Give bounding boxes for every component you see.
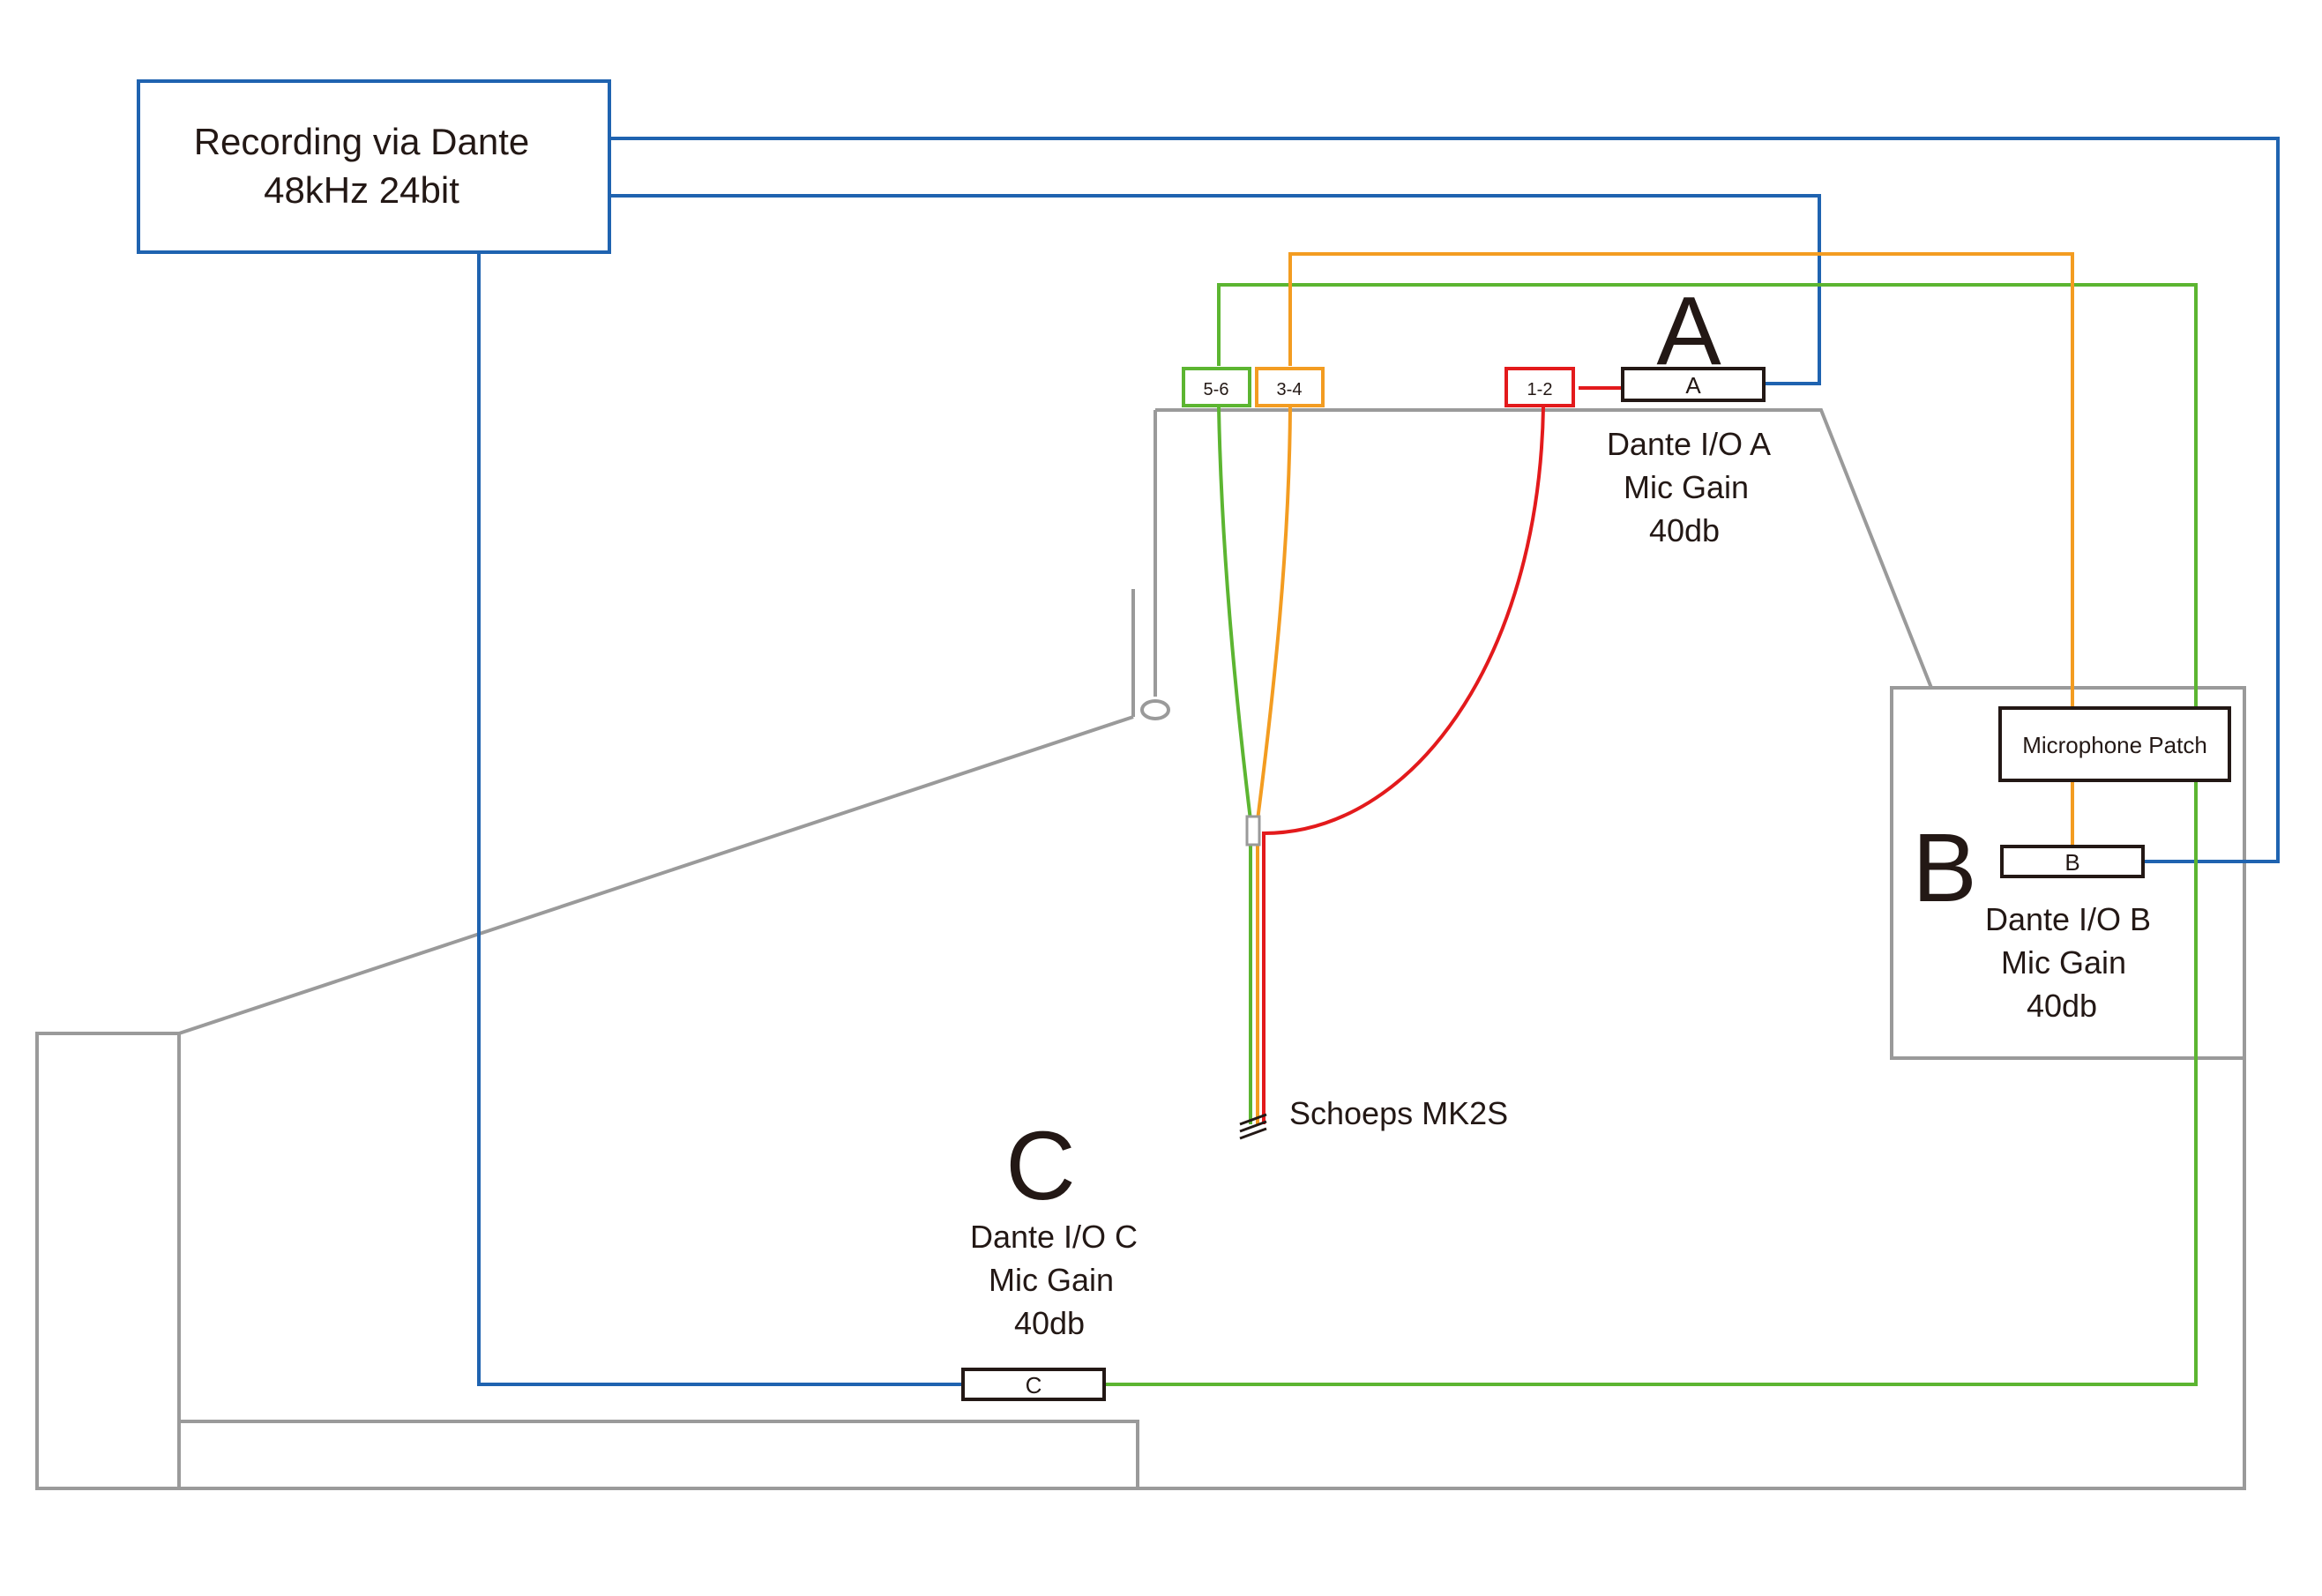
capsule-line xyxy=(1239,1127,1267,1140)
io-b-box-label: B xyxy=(2064,849,2079,876)
io-b-letter: B xyxy=(1912,814,1976,922)
capsule-line xyxy=(1239,1113,1267,1126)
mic-capsules xyxy=(1239,1113,1267,1140)
io-b-gain-value: 40db xyxy=(2027,988,2097,1024)
front-platform xyxy=(177,1420,1139,1490)
io-c-gain-label: Mic Gain xyxy=(989,1262,1114,1298)
recorder-title: Recording via Dante xyxy=(194,121,530,162)
dante-cable-recorder-to-a xyxy=(609,194,1821,385)
tag-ch34-label: 3-4 xyxy=(1277,380,1303,399)
stage-outline xyxy=(1155,408,1933,689)
dante-cables xyxy=(477,137,2280,1386)
mic-cables xyxy=(1104,252,2198,1386)
io-b-name: Dante I/O B xyxy=(1985,901,2151,937)
cable-ch34-drop xyxy=(1256,406,1292,1124)
dante-cable-recorder-to-b xyxy=(609,137,2280,863)
io-a-box xyxy=(1621,367,1766,402)
mic-stand-base xyxy=(1140,699,1170,720)
capsule-line xyxy=(1239,1120,1267,1133)
side-room xyxy=(1890,686,2246,1060)
tag-ch34-box xyxy=(1255,367,1325,407)
dante-io-b: Microphone Patch B B Dante I/O B Mic Gai… xyxy=(1912,706,2231,1024)
io-c-gain-value: 40db xyxy=(1014,1305,1085,1341)
tag-ch56-label: 5-6 xyxy=(1204,380,1229,399)
io-b-gain-label: Mic Gain xyxy=(2001,944,2126,981)
microphone-patch-label: Microphone Patch xyxy=(2022,732,2207,758)
recorder-format: 48kHz 24bit xyxy=(264,169,459,211)
room-outline xyxy=(35,408,2246,1490)
dante-io-a: A A Dante I/O A Mic Gain 40db xyxy=(1607,277,1771,548)
io-c-name: Dante I/O C xyxy=(970,1219,1138,1255)
recorder-node: Recording via Dante 48kHz 24bit xyxy=(137,79,611,254)
recorder-box xyxy=(137,79,611,254)
floor-line xyxy=(35,1032,2246,1490)
io-a-box-label: A xyxy=(1685,372,1701,399)
array-splitter-block xyxy=(1245,815,1261,846)
channel-tags: 5-6 3-4 1-2 xyxy=(1182,367,1575,407)
raked-floor-line xyxy=(178,715,1134,1035)
dante-cable-recorder-to-c xyxy=(477,252,963,1386)
tag-ch56-box xyxy=(1182,367,1251,407)
io-c-box xyxy=(961,1368,1106,1401)
io-a-gain-value: 40db xyxy=(1649,512,1720,548)
cable-ch56-drop xyxy=(1217,406,1252,1124)
tag-ch12-box xyxy=(1504,367,1575,407)
cable-ch56-to-c xyxy=(1104,283,2198,1386)
io-c-box-label: C xyxy=(1026,1372,1042,1398)
schoeps-array: Schoeps MK2S xyxy=(1239,815,1508,1140)
io-c-letter: C xyxy=(1005,1112,1075,1220)
io-a-gain-label: Mic Gain xyxy=(1624,469,1749,505)
dante-io-c: C Dante I/O C Mic Gain 40db C xyxy=(961,1112,1138,1401)
io-b-box xyxy=(2000,845,2145,878)
io-a-name: Dante I/O A xyxy=(1607,426,1771,462)
tag-ch12-label: 1-2 xyxy=(1527,380,1553,399)
microphone-label: Schoeps MK2S xyxy=(1289,1095,1508,1131)
cable-ch12-drop xyxy=(1262,406,1545,1124)
microphone-patch-box xyxy=(1998,706,2231,782)
cable-ch34-to-b xyxy=(1288,252,2074,750)
